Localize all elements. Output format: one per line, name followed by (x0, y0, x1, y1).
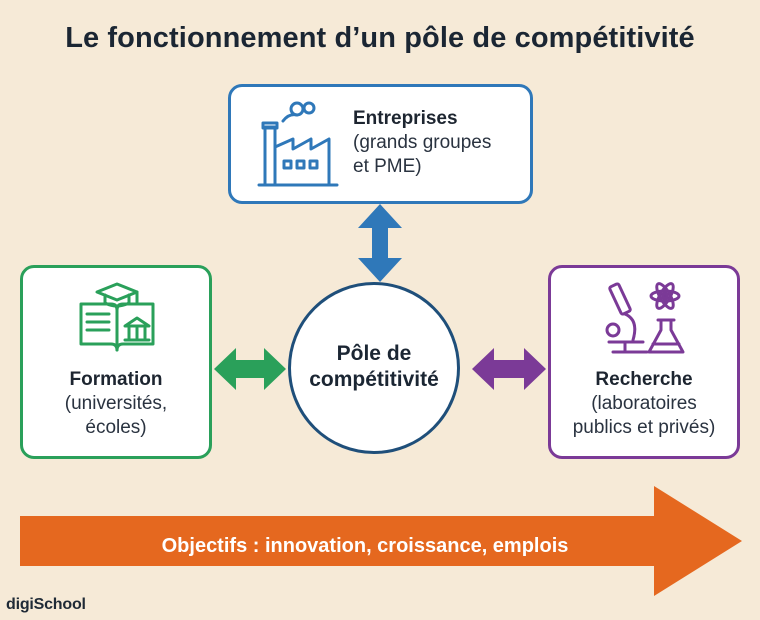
brand-logo: digiSchool (6, 596, 86, 613)
center-circle: Pôle de compétitivité (288, 282, 460, 454)
objectives-arrow (20, 486, 742, 596)
formation-arrow (214, 348, 286, 390)
center-line1: Pôle de (336, 342, 412, 365)
recherche-arrow (472, 348, 546, 390)
formation-line2: écoles) (85, 417, 147, 438)
recherche-title: Recherche (595, 369, 693, 390)
factory-icon (257, 101, 339, 187)
entreprises-line1: (grands groupes (353, 132, 492, 153)
recherche-text: Recherche (laboratoires publics et privé… (551, 368, 737, 440)
center-text: Pôle de compétitivité (291, 341, 457, 393)
formation-text: Formation (universités, écoles) (23, 368, 209, 440)
entreprises-text: Entreprises (grands groupes et PME) (353, 107, 491, 179)
center-line2: compétitivité (309, 368, 439, 391)
entreprises-line2: et PME) (353, 156, 422, 177)
entreprises-title: Entreprises (353, 108, 458, 129)
recherche-line1: (laboratoires (591, 393, 697, 414)
formation-line1: (universités, (64, 393, 168, 414)
recherche-box: Recherche (laboratoires publics et privé… (548, 265, 740, 459)
recherche-line2: publics et privés) (572, 417, 716, 438)
entreprises-box: Entreprises (grands groupes et PME) (228, 84, 533, 204)
graduation-book-icon (79, 282, 155, 352)
page-title: Le fonctionnement d’un pôle de compétiti… (65, 22, 695, 54)
formation-box: Formation (universités, écoles) (20, 265, 212, 459)
formation-title: Formation (69, 369, 163, 390)
objectives-label: Objectifs : innovation, croissance, empl… (161, 535, 569, 557)
lab-science-icon (605, 282, 685, 354)
entreprises-arrow (358, 204, 402, 282)
